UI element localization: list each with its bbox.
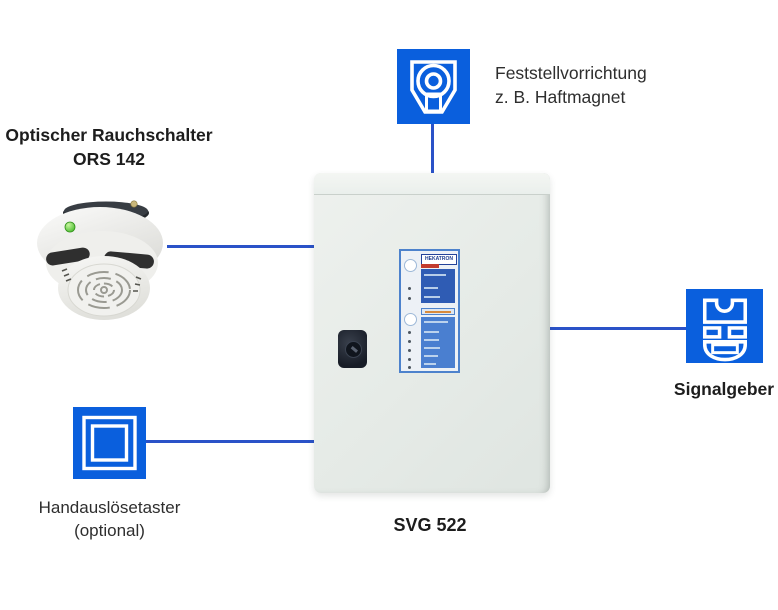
- panel-button-top: [404, 259, 417, 272]
- haftmagnet-label-line2: z. B. Haftmagnet: [495, 86, 626, 107]
- panel-led-5: [408, 349, 411, 352]
- haftmagnet-label: Feststellvorrichtung z. B. Haftmagnet: [495, 62, 647, 109]
- manual-release-label-line2: (optional): [74, 520, 145, 540]
- signalgeber-icon: [702, 298, 748, 362]
- panel-red-label: [421, 264, 439, 268]
- signalgeber-tile: [686, 289, 763, 363]
- cabinet-label-panel: HEKATRON: [399, 249, 460, 373]
- panel-led-2: [408, 297, 411, 300]
- lock-keyhole: [351, 346, 358, 353]
- detector-test-nub: [130, 200, 138, 208]
- connector-detector-to-cabinet: [167, 245, 314, 248]
- lock-cylinder: [345, 341, 362, 358]
- smoke-detector-title-line1: Optischer Rauchschalter: [5, 125, 213, 145]
- panel-upper-display: [421, 269, 455, 303]
- signalgeber-label: Signalgeber: [673, 379, 775, 399]
- connector-haftmagnet-to-cabinet: [431, 124, 434, 175]
- haftmagnet-icon: [410, 60, 457, 114]
- haftmagnet-label-line1: Feststellvorrichtung: [495, 63, 647, 83]
- detector-tick-marks: [61, 268, 142, 292]
- connector-taster-to-cabinet: [146, 440, 314, 443]
- panel-lower-header: [421, 308, 455, 315]
- panel-led-7: [408, 366, 411, 369]
- smoke-detector-title-line2: ORS 142: [73, 148, 145, 169]
- control-cabinet: HEKATRON: [314, 173, 550, 493]
- cabinet-lock: [338, 330, 367, 368]
- cabinet-label: SVG 522: [393, 515, 467, 535]
- panel-led-3: [408, 331, 411, 334]
- manual-release-icon: [82, 415, 137, 471]
- panel-brand-text: HEKATRON: [425, 256, 453, 262]
- connector-cabinet-to-signalgeber: [549, 327, 686, 330]
- panel-led-4: [408, 340, 411, 343]
- smoke-detector-title: Optischer Rauchschalter ORS 142: [0, 124, 218, 171]
- detector-led: [64, 221, 76, 233]
- haftmagnet-tile: [397, 49, 470, 124]
- panel-brand-box: HEKATRON: [421, 254, 457, 265]
- manual-release-tile: [73, 407, 146, 479]
- manual-release-label: Handauslösetaster (optional): [12, 497, 207, 543]
- panel-led-6: [408, 358, 411, 361]
- panel-lower-display: [421, 317, 455, 368]
- detector-grille: [77, 271, 131, 309]
- panel-button-bottom: [404, 313, 417, 326]
- panel-led-1: [408, 287, 411, 290]
- smoke-detector-image: [37, 200, 163, 320]
- cabinet-top-face: [314, 173, 550, 195]
- manual-release-label-line1: Handauslösetaster: [38, 498, 181, 517]
